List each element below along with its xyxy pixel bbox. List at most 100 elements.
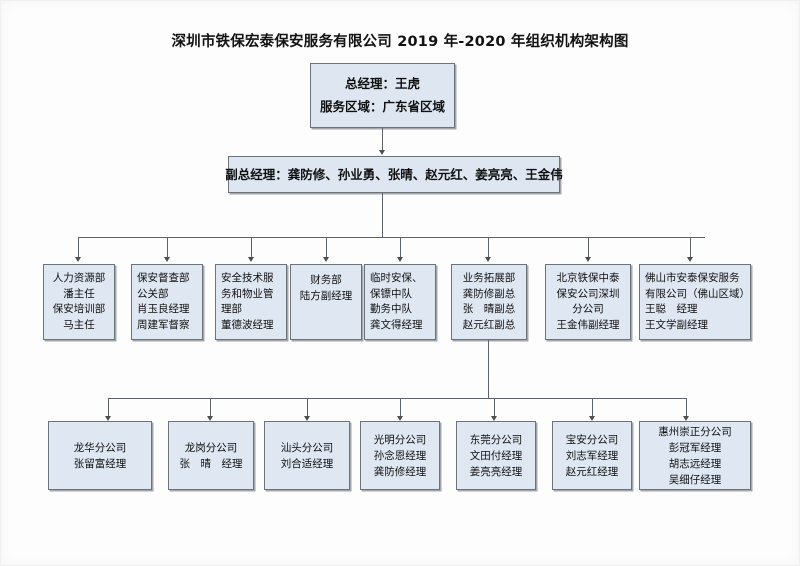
dept-bizdev-line-4: 赵元红副总	[462, 318, 516, 331]
drop-branch-3	[307, 398, 308, 418]
arrowhead-dept-6	[484, 257, 491, 262]
dept-temp-line-2: 保镖中队	[370, 287, 412, 300]
arrowhead-branch-6	[588, 416, 595, 421]
dept-supervision-line-1: 保安督查部	[137, 272, 190, 284]
arrowhead-dept-5	[396, 257, 403, 262]
branch-huizhou-line-3: 胡志远经理	[668, 457, 722, 470]
connector-bizdev-to-branch-bus	[488, 340, 489, 398]
gm-region-line: 服务区域：广东省区域	[319, 99, 445, 115]
dept-bjsz-line-3: 分公司	[572, 303, 604, 315]
node-general-manager[interactable]: 总经理：王虎 服务区域：广东省区域	[310, 63, 455, 128]
node-branch-shantou[interactable]: 汕头分公司 刘合适经理	[264, 421, 350, 490]
branch-dongguan-line-3: 姜亮亮经理	[469, 465, 523, 478]
drop-dept-8	[690, 237, 691, 259]
branch-baoan-line-2: 刘志军经理	[565, 449, 619, 462]
dept-bjsz-line-4: 王金伟副经理	[556, 318, 620, 331]
dept-finance-line-2: 陆方副经理	[299, 289, 353, 302]
node-department-supervision[interactable]: 保安督查部 公关部 肖玉良经理 周建军督察	[131, 264, 203, 340]
drop-dept-3	[251, 237, 252, 259]
dept-temp-line-1: 临时安保、	[370, 272, 423, 284]
dept-hr-line-4: 马主任	[63, 318, 95, 331]
drop-branch-5	[494, 398, 495, 418]
page-title: 深圳市铁保宏泰保安服务有限公司 2019 年-2020 年组织机构架构图	[171, 34, 629, 50]
drop-dept-6	[488, 237, 489, 259]
branch-dongguan-line-1: 东莞分公司	[469, 433, 523, 446]
branch-dongguan-line-2: 文田付经理	[469, 449, 523, 462]
dept-tech-line-3: 理部	[221, 303, 242, 315]
connector-gm-to-deputy	[382, 128, 383, 152]
branch-baoan-line-3: 赵元红经理	[565, 465, 619, 478]
dept-bizdev-line-1: 业务拓展部	[462, 272, 516, 284]
dept-bizdev-line-3: 张 晴副总	[462, 303, 516, 315]
branch-longgang-line-1: 龙岗分公司	[184, 441, 238, 454]
drop-dept-5	[400, 237, 401, 259]
arrowhead-dept-2	[163, 257, 170, 262]
dept-foshan-line-1: 佛山市安泰保安服务	[645, 272, 740, 284]
arrowhead-dept-7	[584, 257, 591, 262]
dept-bizdev-line-2: 龚防修副总	[462, 287, 516, 300]
arrowhead-branch-1	[104, 416, 111, 421]
branch-shantou-line-1: 汕头分公司	[280, 441, 334, 454]
arrowhead-branch-4	[396, 416, 403, 421]
node-department-tech-property[interactable]: 安全技术服 务和物业管 理部 董德波经理	[215, 264, 287, 340]
node-department-foshan[interactable]: 佛山市安泰保安服务 有限公司（佛山区域） 王聪 经理 王文学副经理	[639, 264, 751, 340]
node-department-temp-guard[interactable]: 临时安保、 保镖中队 勤务中队 龚文得经理	[364, 264, 436, 340]
gm-title-line: 总经理：王虎	[344, 75, 420, 91]
deputy-line: 副总经理：龚防修、孙业勇、张晴、赵元红、姜亮亮、王金伟	[225, 166, 563, 182]
arrowhead-branch-7	[682, 416, 689, 421]
arrowhead-branch-3	[303, 416, 310, 421]
node-branch-longgang[interactable]: 龙岗分公司 张 晴 经理	[168, 421, 254, 490]
node-department-business-dev[interactable]: 业务拓展部 龚防修副总 张 晴副总 赵元红副总	[451, 264, 527, 340]
dept-foshan-line-2: 有限公司（佛山区域）	[645, 287, 750, 300]
node-branch-baoan[interactable]: 宝安分公司 刘志军经理 赵元红经理	[552, 421, 632, 490]
drop-branch-7	[686, 398, 687, 418]
branch-guangming-line-3: 龚防修经理	[373, 465, 427, 478]
drop-branch-4	[400, 398, 401, 418]
dept-bjsz-line-1: 北京铁保中泰	[556, 272, 620, 284]
node-department-finance[interactable]: 财务部 陆方副经理	[290, 264, 362, 340]
dept-temp-line-3: 勤务中队	[370, 303, 412, 315]
dept-hr-line-1: 人力资源部	[52, 272, 106, 284]
node-department-hr[interactable]: 人力资源部 潘主任 保安培训部 马主任	[43, 264, 115, 340]
dept-bjsz-line-2: 保安公司深圳	[556, 287, 620, 300]
arrowhead-dept-4	[322, 257, 329, 262]
node-branch-dongguan[interactable]: 东莞分公司 文田付经理 姜亮亮经理	[456, 421, 536, 490]
dept-temp-line-4: 龚文得经理	[370, 318, 423, 331]
branch-longgang-line-2: 张 晴 经理	[179, 457, 243, 470]
branch-huizhou-line-1: 惠州崇正分公司	[658, 425, 732, 438]
branch-guangming-line-2: 孙念恩经理	[373, 449, 427, 462]
node-branch-longhua[interactable]: 龙华分公司 张留富经理	[48, 421, 152, 490]
dept-supervision-line-3: 肖玉良经理	[137, 303, 190, 315]
node-department-beijing-shenzhen[interactable]: 北京铁保中泰 保安公司深圳 分公司 王金伟副经理	[545, 264, 631, 340]
drop-branch-6	[592, 398, 593, 418]
arrowhead-dept-8	[686, 257, 693, 262]
dept-tech-line-2: 务和物业管	[221, 287, 274, 300]
dept-tech-line-4: 董德波经理	[221, 318, 274, 331]
branch-huizhou-line-4: 吴细仔经理	[668, 473, 722, 486]
arrowhead-dept-3	[247, 257, 254, 262]
node-branch-huizhou[interactable]: 惠州崇正分公司 彭冠军经理 胡志远经理 吴细仔经理	[639, 421, 751, 490]
department-bus	[78, 237, 705, 238]
arrowhead-branch-2	[206, 416, 213, 421]
branch-guangming-line-1: 光明分公司	[373, 433, 427, 446]
arrowhead-dept-1	[74, 257, 81, 262]
drop-dept-2	[167, 237, 168, 259]
connector-deputy-to-bus	[382, 193, 383, 237]
drop-dept-4	[326, 237, 327, 259]
dept-finance-line-1: 财务部	[310, 274, 342, 286]
dept-foshan-line-3: 王聪 经理	[645, 303, 698, 315]
node-deputy-general-managers[interactable]: 副总经理：龚防修、孙业勇、张晴、赵元红、姜亮亮、王金伟	[225, 156, 563, 193]
drop-branch-1	[108, 398, 109, 418]
dept-tech-line-1: 安全技术服	[221, 272, 274, 284]
dept-supervision-line-4: 周建军督察	[137, 318, 190, 331]
node-branch-guangming[interactable]: 光明分公司 孙念恩经理 龚防修经理	[360, 421, 440, 490]
branch-huizhou-line-2: 彭冠军经理	[668, 441, 722, 454]
drop-dept-7	[588, 237, 589, 259]
branch-longhua-line-2: 张留富经理	[73, 457, 127, 470]
drop-dept-1	[78, 237, 79, 259]
arrowhead-branch-5	[490, 416, 497, 421]
branch-bus	[108, 398, 686, 399]
branch-baoan-line-1: 宝安分公司	[565, 433, 619, 446]
dept-foshan-line-4: 王文学副经理	[645, 318, 708, 331]
